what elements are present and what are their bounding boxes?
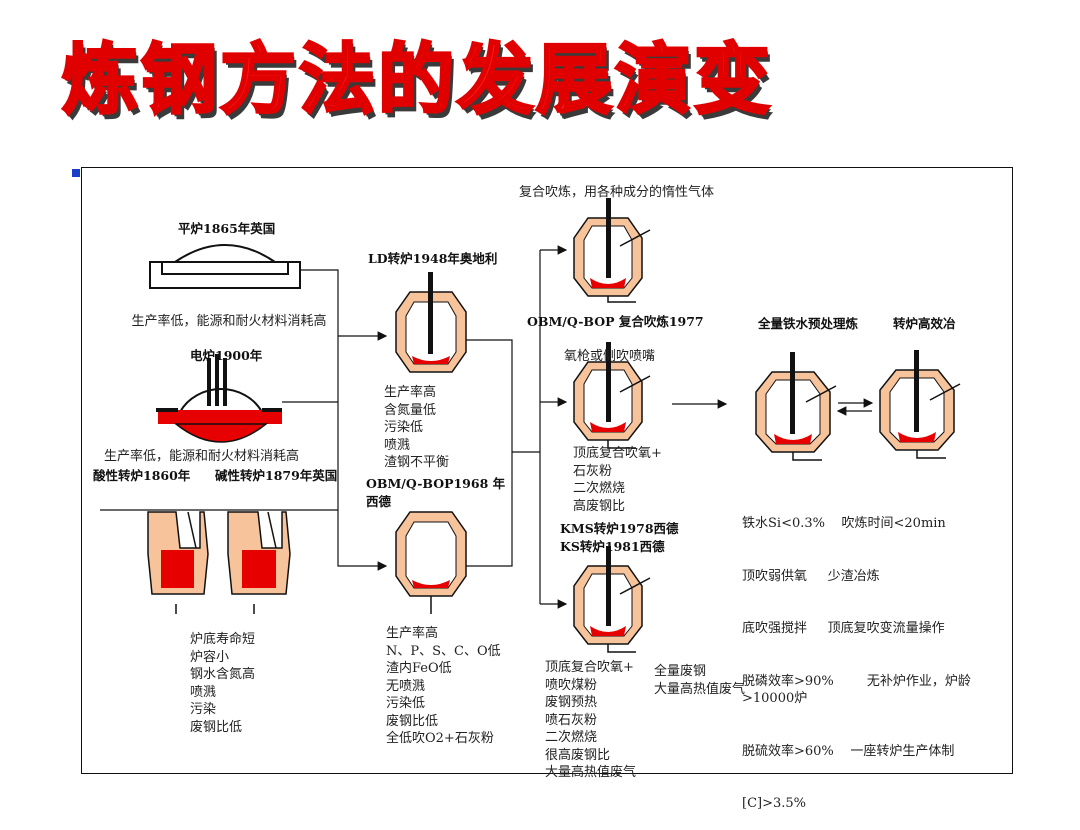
list-item: 铁水Si<0.3% 吹炼时间<20min bbox=[742, 516, 946, 531]
kms-features: 顶底复合吹氧+ 喷吹煤粉 废钢预热 喷石灰粉 二次燃烧 很高废钢比 大量高热值废… bbox=[545, 659, 636, 782]
efficient-converter-icon bbox=[879, 350, 961, 459]
list-item: 喷溅 bbox=[190, 684, 217, 700]
list-item: 生产率高 bbox=[386, 626, 439, 641]
list-item: 污染低 bbox=[386, 696, 426, 711]
obm-1977-label: OBM/Q-BOP 复合吹炼1977 bbox=[527, 314, 704, 329]
basic-converter-label: 碱性转炉1879年英国 bbox=[215, 468, 338, 483]
list-item: 高废钢比 bbox=[573, 498, 626, 514]
list-item: 钢水含氮高 bbox=[190, 667, 256, 682]
list-item: 渣钢不平衡 bbox=[384, 455, 450, 470]
open-hearth-desc: 生产率低，能源和耐火材料消耗高 bbox=[131, 314, 327, 329]
list-item: 脱磷效率>90% 无补炉作业，炉龄>10000炉 bbox=[742, 673, 971, 707]
efficient-smelting-label: 转炉高效冶 bbox=[893, 316, 956, 331]
list-item: 无喷溅 bbox=[386, 678, 426, 694]
diagram-frame bbox=[81, 167, 1013, 774]
ld-converter-icon bbox=[395, 272, 467, 373]
list-item: 渣内FeO低 bbox=[386, 661, 452, 676]
process-diagram bbox=[100, 198, 961, 653]
list-item: 全量废钢 bbox=[654, 664, 707, 679]
obm-1968-features: 生产率高 N、P、S、C、O低 渣内FeO低 无喷溅 污染低 废钢比低 全低吹O… bbox=[386, 625, 504, 748]
list-item: 含氮量低 bbox=[384, 402, 437, 418]
page-title: 炼钢方法的发展演变 bbox=[61, 34, 773, 126]
combined-converter-top-icon bbox=[573, 198, 651, 303]
obm-1977-sublabel: 氧枪或侧吹喷嘴 bbox=[564, 349, 656, 364]
kms-side-features: 全量废钢 大量高热值废气 bbox=[654, 663, 754, 698]
list-item: 喷溅 bbox=[384, 437, 411, 453]
list-item: 大量高热值废气 bbox=[654, 681, 746, 697]
modern-features: 铁水Si<0.3% 吹炼时间<20min 顶吹弱供氧 少渣冶炼 底吹强搅拌 顶底… bbox=[742, 480, 1004, 830]
list-item: 二次燃烧 bbox=[573, 481, 626, 496]
list-item: 顶底复合吹氧+ bbox=[573, 446, 662, 461]
bullet-marker bbox=[72, 169, 80, 177]
list-item: 喷石灰粉 bbox=[545, 712, 598, 728]
obm-1977-converter-icon bbox=[573, 342, 651, 449]
list-item: 废钢比低 bbox=[386, 713, 439, 729]
electric-furnace-label: 电炉1900年 bbox=[190, 348, 263, 363]
list-item: 废钢比低 bbox=[190, 719, 243, 735]
list-item: 污染 bbox=[190, 702, 217, 717]
list-item: 废钢预热 bbox=[545, 695, 598, 710]
pretreatment-label: 全量铁水预处理炼 bbox=[758, 316, 859, 331]
ld-features: 生产率高 含氮量低 污染低 喷溅 渣钢不平衡 bbox=[384, 384, 449, 472]
pretreatment-converter-icon bbox=[755, 352, 837, 461]
ld-converter-label: LD转炉1948年奥地利 bbox=[368, 251, 498, 266]
list-item: 全低吹O2+石灰粉 bbox=[386, 731, 494, 746]
obm-1968-label: OBM/Q-BOP1968 年西德 bbox=[366, 476, 506, 509]
open-hearth-label: 平炉1865年英国 bbox=[178, 221, 276, 236]
flow-connectors bbox=[100, 245, 874, 609]
list-item: 石灰粉 bbox=[573, 463, 613, 479]
basic-converter-icon bbox=[227, 511, 291, 614]
list-item: 生产率高 bbox=[384, 385, 437, 400]
obm-1977-features: 顶底复合吹氧+ 石灰粉 二次燃烧 高废钢比 bbox=[573, 445, 662, 515]
acid-converter-label: 酸性转炉1860年 bbox=[93, 468, 191, 483]
list-item: N、P、S、C、O低 bbox=[386, 643, 501, 659]
list-item: 污染低 bbox=[384, 420, 424, 435]
combined-gas-label: 复合吹炼，用各种成分的惰性气体 bbox=[519, 185, 715, 200]
kms-converter-icon bbox=[573, 546, 651, 653]
open-hearth-furnace-icon bbox=[149, 244, 301, 289]
converter-features: 炉底寿命短 炉容小 钢水含氮高 喷溅 污染 废钢比低 bbox=[190, 631, 255, 736]
list-item: 顶吹弱供氧 少渣冶炼 bbox=[742, 568, 880, 584]
list-item: 炉容小 bbox=[190, 649, 230, 665]
obm-1968-converter-icon bbox=[395, 511, 467, 614]
list-item: 顶底复合吹氧+ bbox=[545, 660, 634, 675]
list-item: 脱硫效率>60% 一座转炉生产体制 bbox=[742, 743, 955, 759]
electric-furnace-icon bbox=[156, 354, 282, 443]
list-item: 很高废钢比 bbox=[545, 747, 611, 763]
acid-converter-icon bbox=[147, 511, 209, 614]
list-item: 大量高热值废气 bbox=[545, 765, 637, 780]
ks-label: KS转炉1981西德 bbox=[560, 539, 665, 554]
kms-label: KMS转炉1978西德 bbox=[560, 521, 679, 536]
list-item: 二次燃烧 bbox=[545, 730, 598, 745]
list-item: [C]>3.5% bbox=[742, 796, 807, 811]
list-item: 炉底寿命短 bbox=[190, 632, 256, 647]
list-item: 喷吹煤粉 bbox=[545, 677, 598, 693]
electric-furnace-desc: 生产率低，能源和耐火材料消耗高 bbox=[104, 449, 300, 464]
list-item: 底吹强搅拌 顶底复吹变流量操作 bbox=[742, 621, 945, 636]
